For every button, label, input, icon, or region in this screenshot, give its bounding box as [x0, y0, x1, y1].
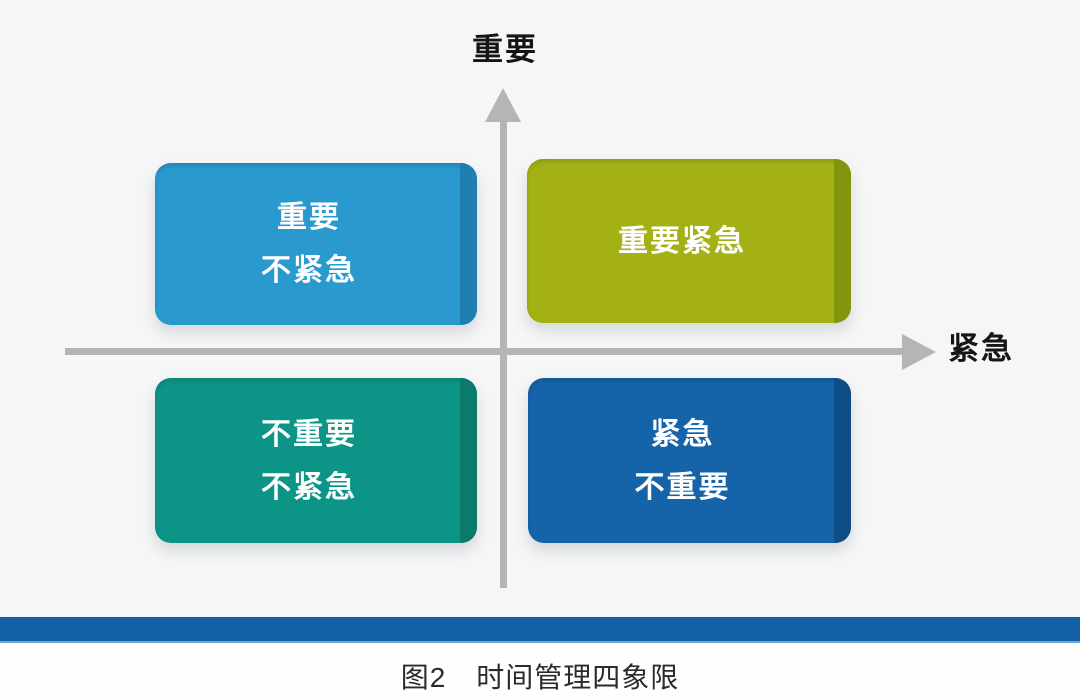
quadrant-side-shade [834, 378, 851, 543]
x-axis-line [65, 348, 905, 355]
figure-caption: 图2 时间管理四象限 [0, 656, 1080, 696]
quadrant-side-shade [460, 378, 477, 543]
quadrant-urgent-not-important: 紧急 不重要 [528, 378, 851, 543]
quadrant-label: 重要 不紧急 [261, 201, 357, 287]
figure-number: 图2 [400, 662, 447, 693]
quadrant-chart-area: 重要 紧急 重要 不紧急 重要紧急 不重要 不紧急 紧急 不重要 [65, 32, 1014, 588]
y-axis-arrowhead-icon [485, 88, 521, 122]
y-axis-label: 重要 [472, 32, 538, 67]
quadrant-important-urgent: 重要紧急 [527, 159, 851, 323]
quadrant-side-shade [834, 159, 851, 323]
quadrant-label: 重要紧急 [618, 224, 746, 258]
quadrant-side-shade [460, 163, 477, 325]
divider-bar [0, 617, 1080, 643]
quadrant-label: 紧急 不重要 [634, 417, 731, 504]
quadrant-important-not-urgent: 重要 不紧急 [155, 163, 477, 325]
x-axis-label: 紧急 [948, 331, 1014, 366]
quadrant-label: 不重要 不紧急 [261, 417, 357, 504]
figure-title: 时间管理四象限 [476, 662, 680, 693]
x-axis-arrowhead-icon [902, 333, 936, 370]
quadrant-not-important-not-urgent: 不重要 不紧急 [155, 378, 477, 543]
